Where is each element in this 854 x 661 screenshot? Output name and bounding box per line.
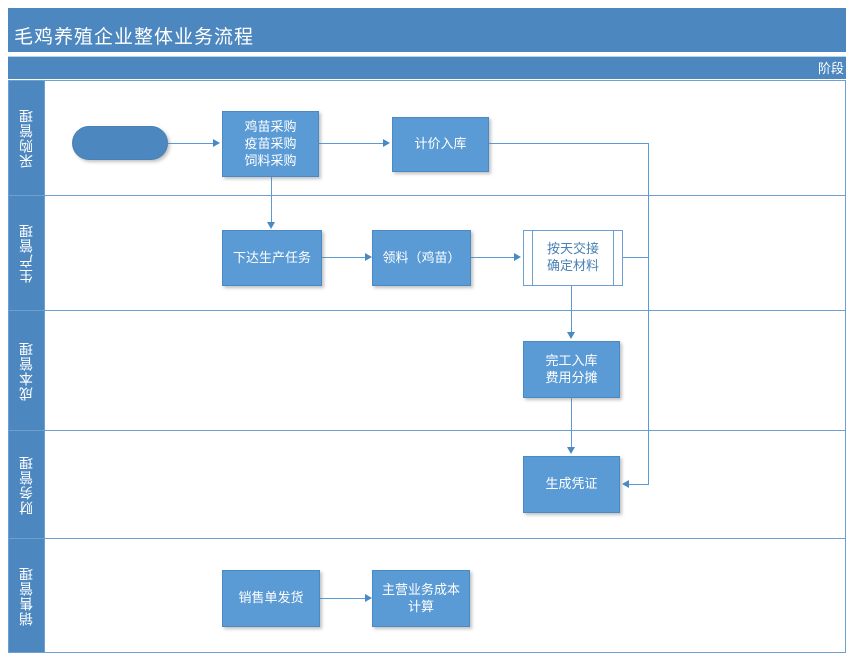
edge-material-issue-to-daily-handover	[470, 257, 515, 258]
node-cogs-calc[interactable]: 主营业务成本 计算	[372, 570, 470, 627]
page-title: 毛鸡养殖企业整体业务流程	[14, 26, 255, 48]
swimlane-label-text: 成本管理	[18, 340, 35, 401]
swimlane-label-production: 生产管理	[9, 196, 45, 310]
node-make-voucher[interactable]: 生成凭证	[523, 456, 620, 513]
edge-bus-to-make-voucher	[629, 484, 649, 485]
phase-bar	[8, 56, 846, 79]
edge-purchase-to-issue-task-arrowhead	[267, 222, 275, 229]
node-priced-inbound[interactable]: 计价入库	[392, 117, 489, 172]
edge-sales-shipment-to-cogs-calc-arrowhead	[365, 594, 372, 602]
node-purchase[interactable]: 鸡苗采购 疫苗采购 饲料采购	[222, 111, 319, 177]
edge-purchase-to-priced-inbound-arrowhead	[383, 139, 390, 147]
swimlane-label-text: 采购管理	[18, 108, 35, 168]
swimlane-finance: 财务管理	[9, 431, 845, 539]
edge-purchase-to-priced-inbound	[318, 143, 384, 144]
edge-bus-to-make-voucher-arrowhead	[622, 480, 629, 488]
edge-priced-inbound-right	[488, 143, 649, 144]
edge-purchase-to-issue-task	[271, 177, 272, 224]
phase-label: 阶段	[817, 62, 844, 77]
swimlane-label-purchase: 采购管理	[9, 81, 45, 195]
edge-priced-inbound-bus-vertical	[648, 143, 649, 484]
edge-start-to-purchase	[168, 143, 214, 144]
node-sales-shipment[interactable]: 销售单发货	[222, 570, 320, 627]
edge-start-to-purchase-arrowhead	[213, 139, 220, 147]
edge-sales-shipment-to-cogs-calc	[320, 598, 366, 599]
swimlane-body-finance	[45, 431, 845, 538]
edge-finished-inbound-to-make-voucher-arrowhead	[567, 447, 575, 454]
swimlane-label-cost: 成本管理	[9, 311, 45, 430]
edge-issue-task-to-material-issue-arrowhead	[365, 253, 372, 261]
swimlane-label-sales: 销售管理	[9, 539, 45, 652]
edge-daily-handover-to-bus	[623, 257, 649, 258]
title-bar	[8, 8, 846, 52]
swimlane-label-text: 财务管理	[18, 454, 35, 515]
swimlane-label-finance: 财务管理	[9, 431, 45, 538]
node-issue-task[interactable]: 下达生产任务	[222, 230, 322, 286]
node-material-issue[interactable]: 领料（鸡苗）	[372, 230, 471, 286]
swimlane-cost: 成本管理	[9, 311, 845, 431]
swimlane-label-text: 生产管理	[18, 223, 35, 283]
swimlane-label-text: 销售管理	[18, 565, 35, 626]
node-finished-inbound[interactable]: 完工入库 费用分摊	[523, 341, 620, 398]
edge-daily-handover-to-finished-inbound	[571, 286, 572, 334]
node-start[interactable]	[72, 126, 168, 160]
swimlane-body-cost	[45, 311, 845, 430]
edge-material-issue-to-daily-handover-arrowhead	[514, 253, 521, 261]
node-daily-handover[interactable]: 按天交接 确定材料	[523, 230, 623, 286]
edge-daily-handover-to-finished-inbound-arrowhead	[567, 332, 575, 339]
edge-finished-inbound-to-make-voucher	[571, 398, 572, 448]
edge-issue-task-to-material-issue	[322, 257, 366, 258]
